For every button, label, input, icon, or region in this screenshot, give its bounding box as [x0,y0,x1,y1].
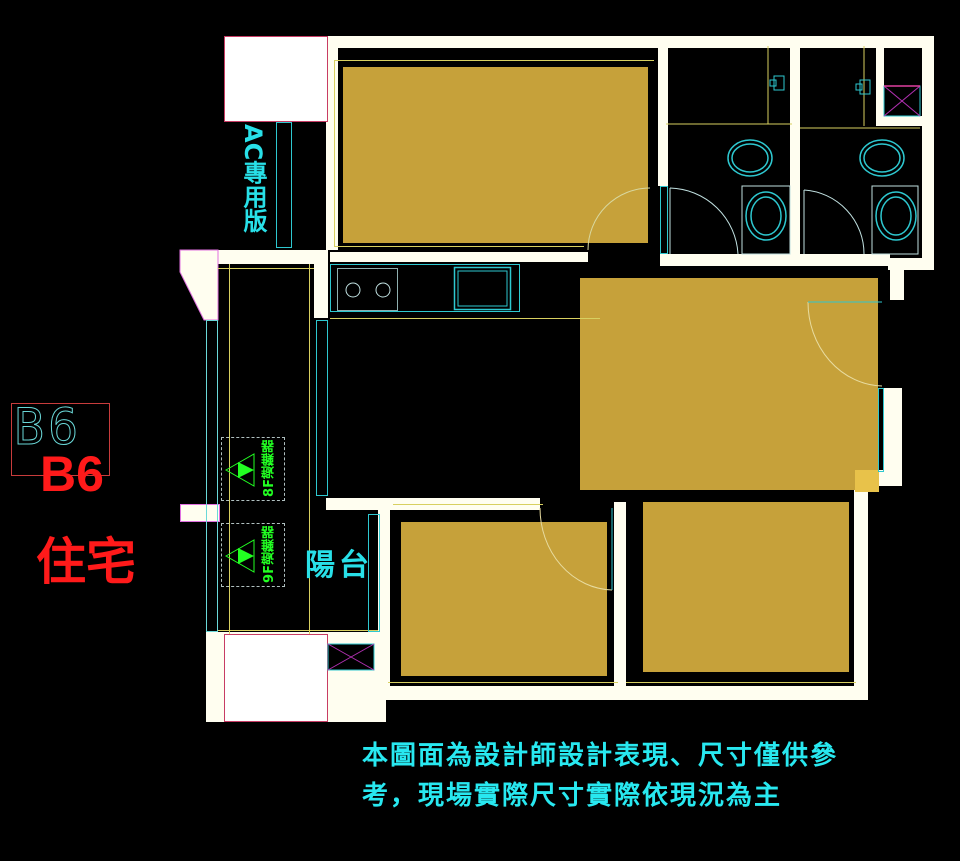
ac-unit-box-top [224,36,328,122]
escape-device-8f: 8F避難器 [221,437,285,501]
unit-outline-code: B6 [13,398,83,457]
wall-bedroom-divider [614,502,626,688]
door-swing-living [807,301,883,387]
room-bottom-right[interactable] [643,502,849,672]
ac-unit-box-bottom [224,634,328,722]
wall-top [326,36,934,48]
dimension-line [218,268,314,269]
bathroom-2-fixtures [800,46,920,255]
wall-kitchen-top [330,252,588,262]
window-bath [660,186,668,254]
kitchen-counter [330,264,520,312]
window-ac [276,122,292,248]
wall-right-mid-lower [884,388,902,484]
wall-chamfer [179,249,219,321]
wall-bath-divider [790,46,800,264]
kitchen-sink-icon [453,266,512,311]
disclaimer-line-1: 本圖面為設計師設計表現、尺寸僅供參 [362,741,839,771]
bathroom-1-fixtures [666,46,792,255]
faucet-icon [769,75,785,91]
escape-triangle-icon [224,539,255,573]
door-swing-bedroom [539,507,613,591]
wall-kitchen-left-post [314,250,328,318]
dimension-line [393,504,543,505]
dimension-line [218,630,378,631]
sink-icon [745,191,787,241]
window-balcony-right [368,514,380,632]
room-bottom-middle[interactable] [401,522,607,676]
wall-left-stub [180,504,220,522]
wall-shaft-bottom [876,116,924,126]
room-top-left[interactable] [343,67,648,243]
wall-left-upper [326,36,338,250]
door-swing-top-left-room [587,187,651,251]
sink-icon [875,191,917,241]
faucet-icon [855,79,871,95]
window-kitchen-side [316,320,328,496]
toilet-icon [727,139,773,177]
column-highlight [855,470,879,492]
wall-bottom [326,686,868,700]
wall-right-bottom [854,486,868,700]
wall-right-mid-upper [890,258,904,300]
dimension-line [334,246,584,247]
stove-icon [337,268,398,311]
dimension-line [330,318,600,319]
window-left-balcony [206,320,218,632]
dimension-line [229,264,230,634]
shaft-box-top-right [883,85,921,117]
escape-triangle-icon [224,453,255,487]
dimension-line [388,682,618,683]
wall-bath-left [658,46,668,186]
toilet-icon [859,139,905,177]
disclaimer-line-2: 考，現場實際尺寸實際依現況為主 [362,781,783,811]
dimension-line [626,682,856,683]
wall-right-top [922,36,934,268]
dimension-line [334,60,335,246]
dimension-line [334,60,654,61]
room-living[interactable] [580,278,878,490]
unit-outline-box [11,403,110,476]
wall-shaft-left [876,46,884,120]
wall-bath-bottom [660,254,890,266]
escape-device-9f-label: 9F避難器 [262,526,277,583]
ac-panel-label: AC專用版 [239,124,267,233]
window-living-right [878,388,884,472]
dimension-line [309,264,310,634]
escape-device-9f: 9F避難器 [221,523,285,587]
shaft-box-bottom-left [327,643,375,671]
wall-left-kitchen [206,250,328,264]
escape-device-8f-label: 8F避難器 [262,440,277,497]
unit-type: 住宅 [36,533,136,591]
unit-code: B6 [40,446,104,502]
balcony-label: 陽台 [305,548,373,583]
